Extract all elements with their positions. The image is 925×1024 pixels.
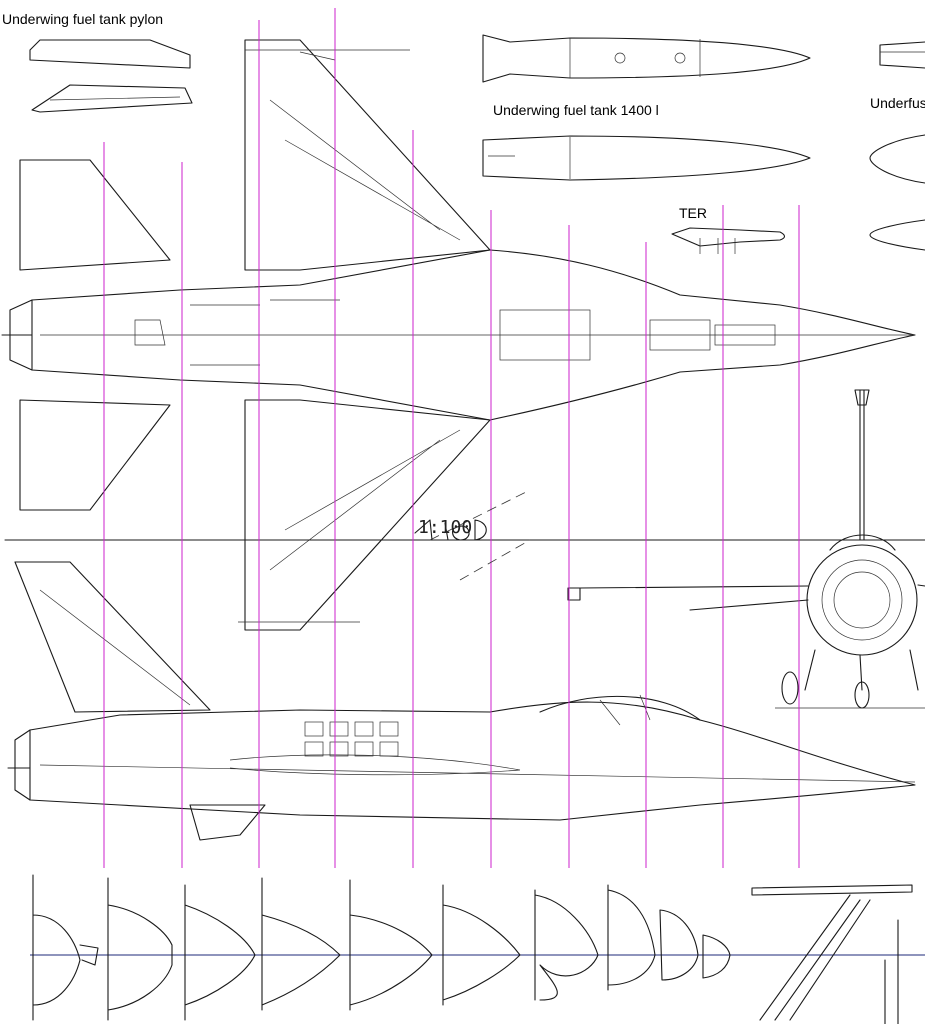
pylon-drawings [29, 39, 193, 113]
underfuselage-label: Underfus [870, 95, 925, 111]
ter-drawing [671, 227, 786, 254]
scale-label: 1:100 [418, 517, 473, 538]
top-view [1, 39, 916, 631]
underfuselage-tank-drawings [869, 41, 925, 251]
station-lines [103, 8, 800, 868]
front-view [567, 389, 925, 709]
wing-detail-drawing [751, 884, 913, 1024]
side-view [7, 561, 916, 841]
scale-mark-drawing [414, 489, 531, 581]
fuel-tank-drawings [482, 34, 811, 181]
cross-sections [30, 874, 925, 1021]
pylon-label: Underwing fuel tank pylon [2, 11, 164, 27]
ter-label: TER [679, 205, 707, 221]
fuel-tank-label: Underwing fuel tank 1400 l [493, 102, 659, 118]
